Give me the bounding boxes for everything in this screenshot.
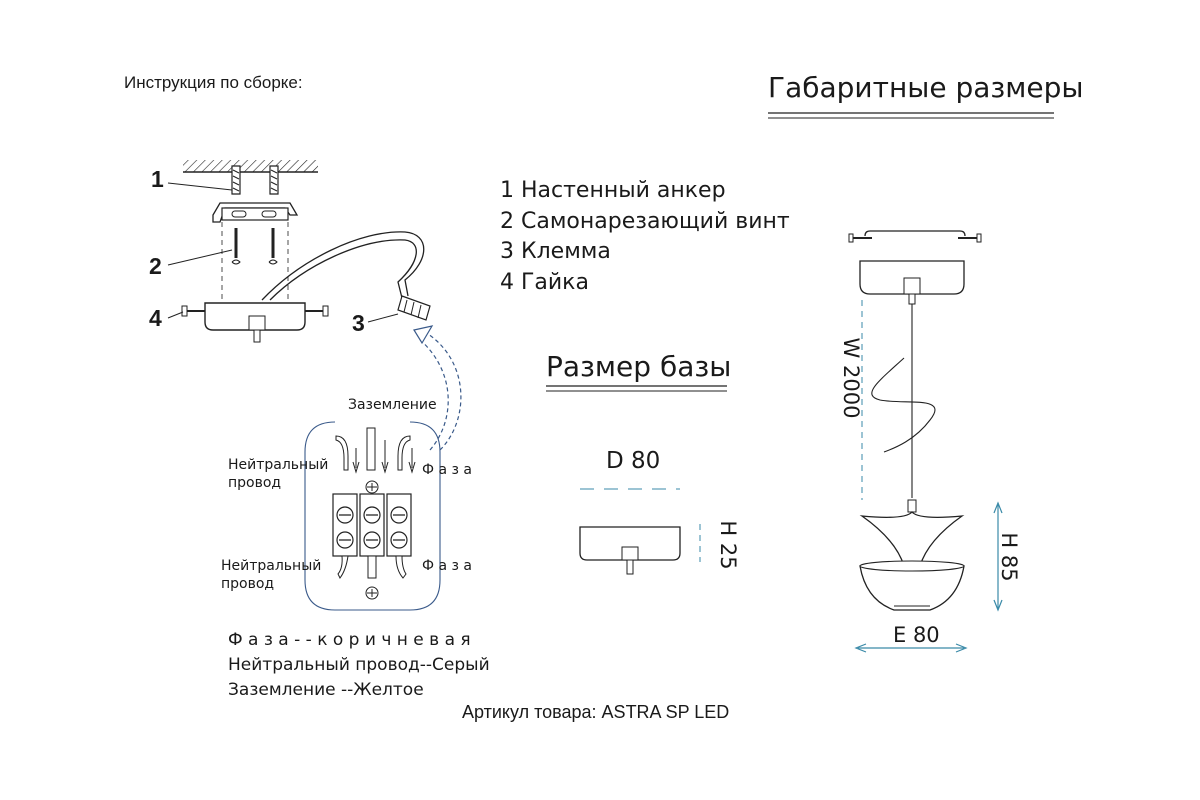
ground-screw-bottom xyxy=(365,586,379,600)
wire-color-ground: Заземление --Желтое xyxy=(228,680,424,700)
shade-height-label: H 85 xyxy=(997,532,1021,582)
wall-anchor-2 xyxy=(269,165,279,195)
phase-label-top: Ф а з а xyxy=(422,462,473,478)
nut-left xyxy=(181,305,205,317)
legend-item-screw: 2 Самонарезающий винт xyxy=(500,208,790,234)
dimensions-title: Габаритные размеры xyxy=(768,71,1084,104)
wire-tails xyxy=(337,555,407,579)
assembly-guide-lines xyxy=(221,222,289,300)
article-number: Артикул товара: ASTRA SP LED xyxy=(462,702,730,722)
base-height-label: H 25 xyxy=(716,520,740,570)
mounting-bracket xyxy=(212,202,299,223)
wall-anchor-1 xyxy=(231,165,241,195)
connection-arrow xyxy=(417,331,462,451)
wire-length-label: W 2000 xyxy=(839,337,863,419)
callout-1: 1 xyxy=(151,166,164,192)
callout-4: 4 xyxy=(149,305,162,331)
shade-height-dimension xyxy=(993,501,1003,612)
screw-1 xyxy=(231,228,241,265)
legend-item-nut: 4 Гайка xyxy=(500,269,589,295)
ceiling-bracket xyxy=(848,230,982,243)
screw-2 xyxy=(268,228,278,265)
callout-leaders xyxy=(167,182,399,323)
pendant-shade xyxy=(859,499,965,611)
neutral-label-bottom: Нейтральный провод xyxy=(221,558,322,592)
neutral-label-top: Нейтральный провод xyxy=(228,457,329,491)
base-title-underline xyxy=(546,385,727,392)
shade-width-label: E 80 xyxy=(893,623,940,647)
callout-3: 3 xyxy=(352,310,365,336)
power-cable xyxy=(261,231,425,301)
assembly-title: Инструкция по сборке: xyxy=(124,73,303,92)
base-drawing xyxy=(579,526,681,575)
ground-label: Заземление xyxy=(348,397,437,413)
product-canopy xyxy=(859,260,965,305)
arrow-head xyxy=(413,325,434,345)
legend-item-anchor: 1 Настенный анкер xyxy=(500,178,726,203)
wire-color-note: Ф а з а - - к о р и ч н е в а я Нейтраль… xyxy=(228,628,490,703)
terminal-block xyxy=(397,295,431,321)
ceiling-surface xyxy=(183,160,318,173)
phase-label-bottom: Ф а з а xyxy=(422,558,473,574)
wiring-panel xyxy=(304,421,441,611)
parts-legend: 1 Настенный анкер 2 Самонарезающий винт … xyxy=(500,176,790,298)
callout-2: 2 xyxy=(149,253,162,279)
terminal-connector xyxy=(332,493,412,557)
wire-ends xyxy=(335,427,416,474)
legend-item-terminal: 3 Клемма xyxy=(500,239,611,264)
shade-width-dimension xyxy=(854,643,968,653)
dimensions-title-underline xyxy=(768,112,1054,119)
nut-right xyxy=(305,305,329,317)
suspension-wire xyxy=(871,304,936,498)
wire-color-phase: Ф а з а - - к о р и ч н е в а я xyxy=(228,630,471,650)
base-diameter-label: D 80 xyxy=(606,448,661,474)
base-title: Размер базы xyxy=(546,350,732,383)
canopy-base xyxy=(204,302,306,343)
ground-screw-top xyxy=(365,480,379,494)
wire-color-neutral: Нейтральный провод--Серый xyxy=(228,655,490,675)
